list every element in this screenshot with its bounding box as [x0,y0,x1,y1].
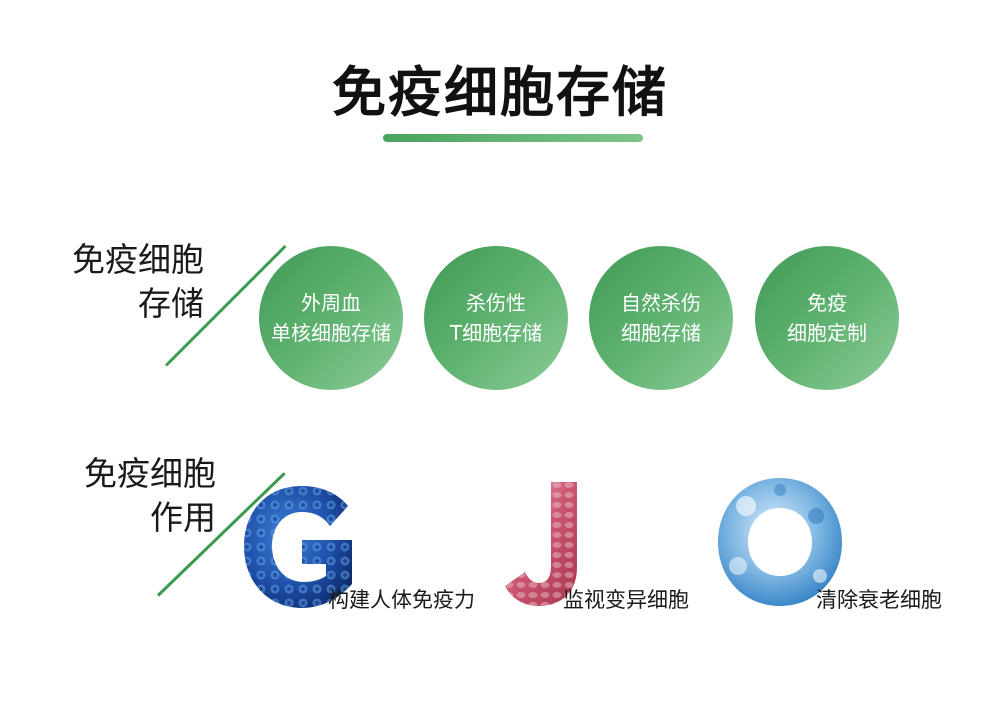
letter-o-image [718,478,842,606]
storage-item-line2: 细胞存储 [621,321,701,345]
storage-item-custom: 免疫 细胞定制 [755,246,899,390]
storage-item-t-cell: 杀伤性 T细胞存储 [424,246,568,390]
storage-section-label: 免疫细胞 存储 [58,238,204,326]
storage-item-line1: 自然杀伤 [621,291,701,315]
storage-item-line1: 免疫 [807,291,847,315]
storage-label-line1: 免疫细胞 [72,240,204,279]
storage-label-line2: 存储 [138,284,204,323]
function-label-line1: 免疫细胞 [84,454,216,493]
storage-item-line1: 杀伤性 [466,291,526,315]
function-section-label: 免疫细胞 作用 [70,452,216,540]
title-underline [383,134,643,142]
caption-monitor-mutated-cells: 监视变异细胞 [563,588,689,612]
caption-build-immunity: 构建人体免疫力 [328,588,475,612]
storage-item-line2: 单核细胞存储 [271,321,391,345]
storage-item-pbmc: 外周血 单核细胞存储 [259,246,403,390]
letter-g-image [244,486,352,608]
function-label-line2: 作用 [150,498,216,537]
letter-j-image [505,482,577,606]
storage-item-line2: 细胞定制 [787,321,867,345]
caption-clear-aging-cells: 清除衰老细胞 [816,588,942,612]
storage-item-line1: 外周血 [301,291,361,315]
page-title: 免疫细胞存储 [332,61,668,124]
storage-item-line2: T细胞存储 [449,321,543,345]
storage-item-nk-cell: 自然杀伤 细胞存储 [589,246,733,390]
